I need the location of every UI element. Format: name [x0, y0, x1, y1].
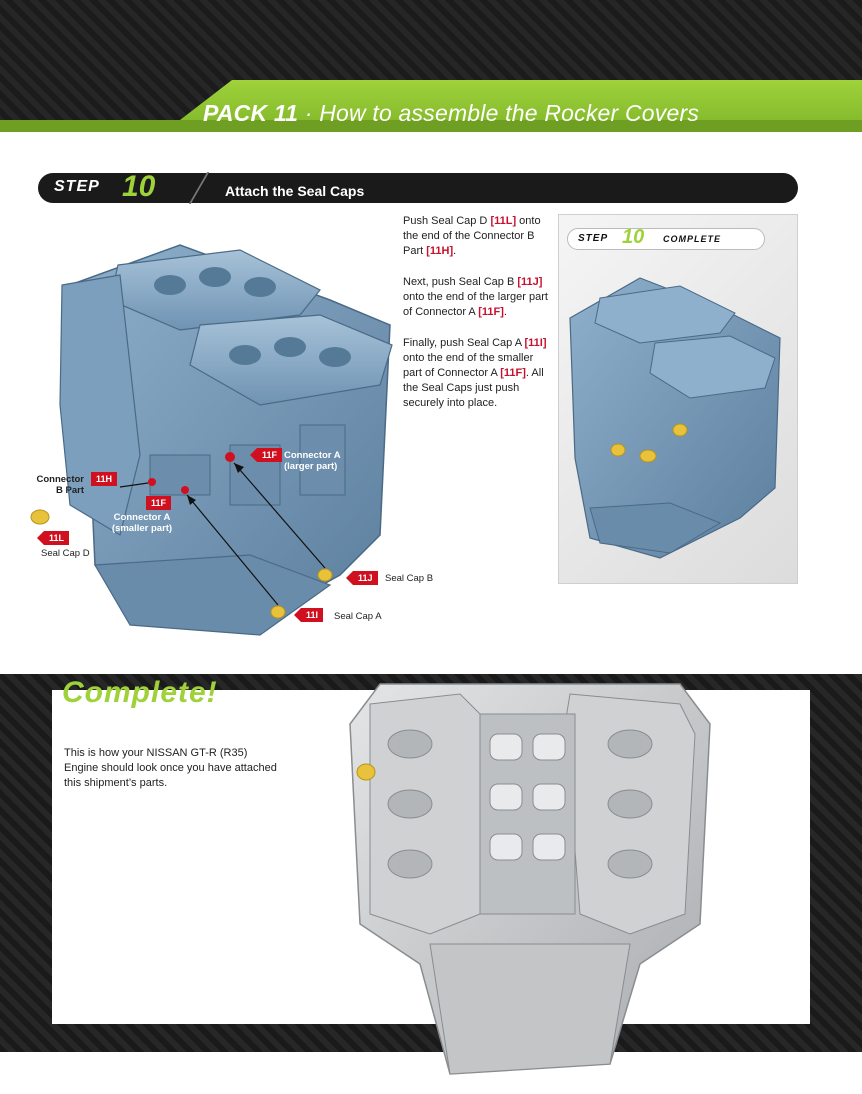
engine-thumbnail-blue: [569, 277, 781, 559]
instruction-paragraph-1: Push Seal Cap D [11L] onto the end of th…: [403, 214, 553, 259]
part-ref: [11F]: [500, 367, 526, 379]
connector-a-smaller-label-line1: Connector A: [113, 512, 171, 523]
connector-a-larger-label-line1: Connector A: [284, 450, 341, 461]
instruction-text: .: [503, 306, 507, 318]
pack-title-text: How to assemble the Rocker Covers: [319, 100, 700, 126]
instruction-text: Next, push Seal Cap B: [403, 276, 518, 288]
instruction-text: onto the end of the Connector B Part: [403, 215, 541, 257]
tag-11i: 11I: [293, 608, 324, 622]
instruction-paragraph-3: Finally, push Seal Cap A [11I] onto the …: [403, 336, 553, 411]
step-number: 10: [122, 170, 156, 203]
part-ref: [11J]: [517, 276, 543, 288]
tag-11h: 11H: [91, 472, 118, 486]
connector-a-smaller-label: Connector A (smaller part): [108, 512, 176, 534]
seal-cap-b-label: Seal Cap B: [385, 573, 434, 584]
connector-b-label: Connector B Part: [36, 474, 85, 496]
instruction-text: Push Seal Cap D: [403, 215, 491, 227]
connector-b-label-line1: Connector: [36, 474, 85, 485]
connector-b-dot: [148, 478, 156, 486]
step-word: STEP: [54, 178, 100, 195]
instruction-text: .: [453, 245, 457, 257]
connector-a-larger-label: Connector A (larger part): [284, 450, 341, 472]
title-separator: ·: [304, 100, 313, 126]
step-complete-badge: [567, 228, 765, 250]
step-instructions: Push Seal Cap D [11L] onto the end of th…: [403, 214, 553, 427]
leader-lines: [119, 462, 326, 606]
instruction-text: . All the Seal Caps just push securely i…: [403, 367, 544, 409]
pack-number: PACK 11: [203, 100, 299, 126]
connector-a-smaller-label-line2: (smaller part): [111, 523, 173, 534]
connector-b-label-line2: B Part: [56, 485, 84, 496]
part-ref: [11H]: [426, 245, 454, 257]
connector-a-larger-label-line2: (larger part): [284, 461, 338, 472]
engine-block: [59, 244, 393, 636]
instruction-paragraph-2: Next, push Seal Cap B [11J] onto the end…: [403, 275, 553, 320]
part-ref: [11I]: [524, 337, 547, 349]
tag-11f-upper: 11F: [249, 448, 283, 462]
instruction-text: Finally, push Seal Cap A: [403, 337, 525, 349]
instruction-text: onto the end of the larger part of Conne…: [403, 291, 548, 318]
header-green-band-shadow: [0, 120, 862, 132]
seal-cap-d-label: Seal Cap D: [41, 548, 90, 559]
thumb-step-word: STEP: [578, 233, 609, 244]
leader-arrows: [187, 463, 244, 505]
tag-11j: 11J: [346, 571, 378, 585]
step-title: Attach the Seal Caps: [225, 183, 365, 199]
seal-cap-a: [270, 605, 286, 619]
connector-a-larger-dot: [225, 452, 235, 462]
instruction-text: onto the end of the smaller part of Conn…: [403, 352, 534, 379]
complete-subtitle: The Rocker Covers: [64, 712, 219, 731]
tag-11l: 11L: [36, 531, 70, 545]
connector-a-smaller-dot: [181, 486, 189, 494]
seal-cap-b: [317, 568, 333, 582]
seal-cap-d: [30, 509, 50, 525]
step-bar: [38, 173, 798, 203]
engine-illustration-silver: [349, 683, 711, 1075]
seal-cap-a-label: Seal Cap A: [334, 611, 382, 622]
complete-heading: Complete!: [62, 676, 218, 709]
engine-illustration-blue: [30, 244, 393, 636]
part-ref: [11F]: [478, 306, 504, 318]
complete-description: This is how your NISSAN GT-R (R35) Engin…: [64, 747, 277, 789]
tag-11f-lower: 11F: [146, 496, 172, 510]
thumb-complete-word: COMPLETE: [663, 234, 722, 244]
page-title: PACK 11 · How to assemble the Rocker Cov…: [203, 100, 699, 127]
part-ref: [11L]: [490, 215, 517, 227]
header-carbon-background: [0, 0, 862, 132]
thumb-step-number: 10: [622, 226, 645, 248]
